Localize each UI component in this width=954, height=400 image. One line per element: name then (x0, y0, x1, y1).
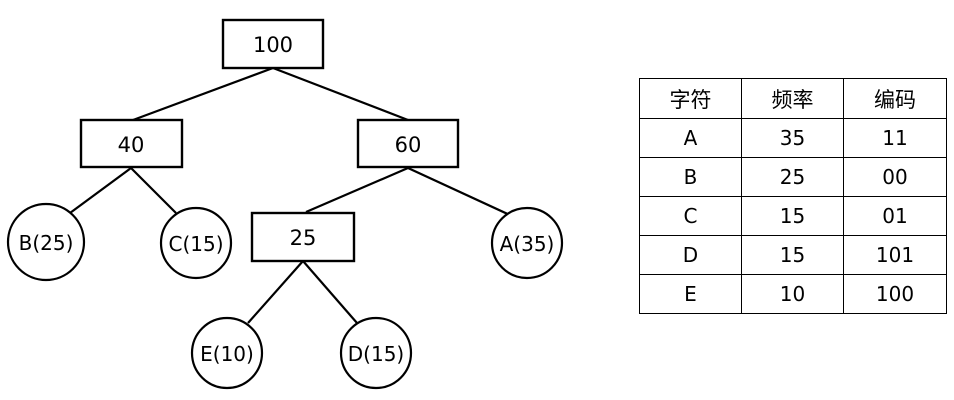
node-box-40[interactable] (79, 118, 184, 169)
node-box-root[interactable] (221, 18, 325, 70)
edge-40-to-C (130, 167, 177, 214)
edge-25-to-E (247, 260, 304, 324)
cell-code: 00 (843, 157, 947, 197)
node-circle-A[interactable] (490, 206, 564, 280)
node-circle-E[interactable] (190, 316, 264, 390)
node-label-C: C(15) (168, 232, 223, 256)
tree-edges (69, 66, 513, 324)
tree-internal-nodes: 100 40 60 25 (79, 18, 460, 263)
edge-root-to-40 (132, 66, 274, 122)
node-label-A: A(35) (500, 232, 555, 256)
cell-character: C (639, 196, 742, 236)
node-label-25: 25 (290, 226, 317, 250)
tree-node-40[interactable]: 40 (79, 118, 184, 169)
tree-leaf-E[interactable]: E(10) (190, 316, 264, 390)
node-label-E: E(10) (200, 342, 254, 366)
cell-character: A (639, 118, 742, 158)
code-table-container: 字符 频率 编码 A 35 11 B 25 00 C 15 (639, 78, 947, 314)
code-table-head: 字符 频率 编码 (639, 78, 947, 119)
edge-25-to-D (302, 260, 358, 324)
huffman-code-table: 字符 频率 编码 A 35 11 B 25 00 C 15 (639, 78, 947, 314)
node-label-B: B(25) (19, 231, 74, 255)
node-circle-D[interactable] (339, 316, 413, 390)
node-box-25[interactable] (250, 211, 356, 263)
huffman-tree-figure: 100 40 60 25 B(25) (6, 18, 564, 390)
node-circle-C[interactable] (159, 206, 233, 280)
table-row: E 10 100 (639, 274, 947, 314)
cell-frequency: 25 (741, 157, 844, 197)
code-table-header-row: 字符 频率 编码 (639, 78, 947, 119)
node-label-root: 100 (253, 33, 293, 57)
table-row: A 35 11 (639, 118, 947, 158)
tree-node-25[interactable]: 25 (250, 211, 356, 263)
tree-leaf-nodes: B(25) C(15) A(35) E(10) D(15) (6, 202, 564, 390)
huffman-tree-svg: 100 40 60 25 B(25) (6, 18, 564, 390)
cell-code: 11 (843, 118, 947, 158)
edge-60-to-A (407, 167, 513, 217)
edge-40-to-B (69, 167, 132, 214)
column-header-frequency: 频率 (741, 78, 844, 119)
cell-code: 101 (843, 235, 947, 275)
tree-leaf-D[interactable]: D(15) (339, 316, 413, 390)
edge-60-to-25 (305, 166, 409, 214)
table-row: D 15 101 (639, 235, 947, 275)
node-label-D: D(15) (348, 342, 404, 366)
column-header-code: 编码 (843, 78, 947, 119)
tree-node-60[interactable]: 60 (356, 118, 460, 169)
column-header-character: 字符 (639, 78, 742, 119)
tree-node-root[interactable]: 100 (221, 18, 325, 70)
tree-leaf-A[interactable]: A(35) (490, 206, 564, 280)
node-circle-B[interactable] (6, 202, 86, 282)
cell-frequency: 10 (741, 274, 844, 314)
cell-character: B (639, 157, 742, 197)
cell-frequency: 15 (741, 196, 844, 236)
code-table-body: A 35 11 B 25 00 C 15 01 D 15 101 (639, 118, 947, 314)
tree-leaf-B[interactable]: B(25) (6, 202, 86, 282)
cell-character: D (639, 235, 742, 275)
table-row: C 15 01 (639, 196, 947, 236)
cell-frequency: 35 (741, 118, 844, 158)
cell-frequency: 15 (741, 235, 844, 275)
cell-code: 01 (843, 196, 947, 236)
cell-code: 100 (843, 274, 947, 314)
node-label-40: 40 (118, 133, 145, 157)
node-box-60[interactable] (356, 118, 460, 169)
tree-leaf-C[interactable]: C(15) (159, 206, 233, 280)
table-row: B 25 00 (639, 157, 947, 197)
cell-character: E (639, 274, 742, 314)
edge-root-to-60 (272, 66, 409, 122)
node-label-60: 60 (395, 133, 422, 157)
